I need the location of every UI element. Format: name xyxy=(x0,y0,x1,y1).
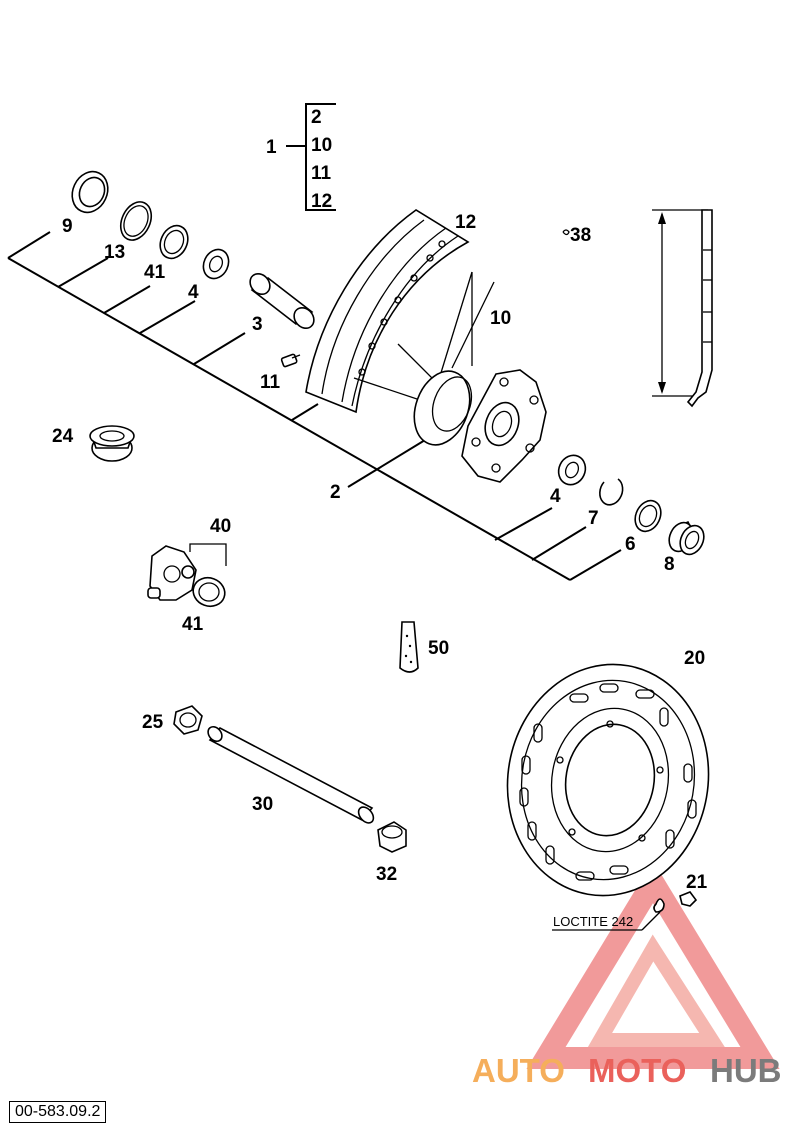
label-group-11: 11 xyxy=(311,163,332,184)
label-40: 40 xyxy=(210,516,231,537)
label-25: 25 xyxy=(142,712,164,733)
label-50: 50 xyxy=(428,638,449,659)
label-12: 12 xyxy=(455,212,476,233)
spoke-dimension xyxy=(652,209,713,408)
label-1: 1 xyxy=(266,137,277,158)
speedo-drive-40: 40 41 xyxy=(147,516,231,635)
label-38: 38 xyxy=(570,225,591,246)
axle-30: 30 xyxy=(207,725,375,824)
seal-ring-9: 9 xyxy=(62,170,109,237)
label-group-2: 2 xyxy=(311,107,322,128)
watermark-text-moto: MOTO xyxy=(588,1052,686,1089)
spacer-tube-3: 3 xyxy=(249,272,315,335)
label-4-bottom: 4 xyxy=(550,486,561,507)
label-group-10: 10 xyxy=(311,135,332,156)
label-3: 3 xyxy=(252,314,263,335)
figure-code: 00-583.09.2 xyxy=(9,1101,107,1123)
label-20: 20 xyxy=(684,648,705,669)
label-4-top: 4 xyxy=(188,282,199,303)
hub-2: 2 xyxy=(330,369,547,503)
grease-tube-50: 50 xyxy=(399,621,449,673)
label-30: 30 xyxy=(252,794,273,815)
nut-32: 32 xyxy=(376,821,407,885)
label-2: 2 xyxy=(330,482,341,503)
part-38: 38 xyxy=(562,225,591,246)
label-10: 10 xyxy=(490,308,511,329)
spacer-8: 8 xyxy=(664,520,705,575)
group-bracket: 1 2 10 11 12 xyxy=(266,103,336,212)
seal-6: 6 xyxy=(625,499,662,555)
label-41-top: 41 xyxy=(144,262,166,283)
spokes-10: 10 xyxy=(353,271,511,405)
bearing-4a: 4 xyxy=(188,248,230,303)
watermark-text-auto: AUTO xyxy=(472,1052,565,1089)
circlip-41a: 41 xyxy=(144,224,189,283)
watermark-logo: AUTO MOTO HUB xyxy=(472,860,782,1089)
ring-13: 13 xyxy=(104,201,153,263)
rim-12: 12 xyxy=(305,209,476,414)
watermark-text-hub: HUB xyxy=(710,1052,782,1089)
bearing-4b: 4 xyxy=(550,454,587,507)
label-41-bottom: 41 xyxy=(182,614,204,635)
label-13: 13 xyxy=(104,242,125,263)
assembly-axis xyxy=(7,231,622,581)
label-9: 9 xyxy=(62,216,73,237)
label-11: 11 xyxy=(260,372,281,393)
brake-disc-20: 20 xyxy=(506,648,710,897)
label-7: 7 xyxy=(588,508,599,529)
loctite-note: LOCTITE 242 xyxy=(553,914,633,929)
label-8: 8 xyxy=(664,554,675,575)
label-6: 6 xyxy=(625,534,636,555)
screw-21: 21 LOCTITE 242 xyxy=(552,872,708,931)
label-32: 32 xyxy=(376,864,397,885)
spacer-24: 24 xyxy=(52,425,135,462)
circlip-7: 7 xyxy=(588,478,624,529)
label-group-12: 12 xyxy=(311,191,332,212)
nipple-11: 11 xyxy=(260,353,301,393)
label-21: 21 xyxy=(686,872,708,893)
nut-25: 25 xyxy=(142,705,203,735)
label-24: 24 xyxy=(52,426,74,447)
